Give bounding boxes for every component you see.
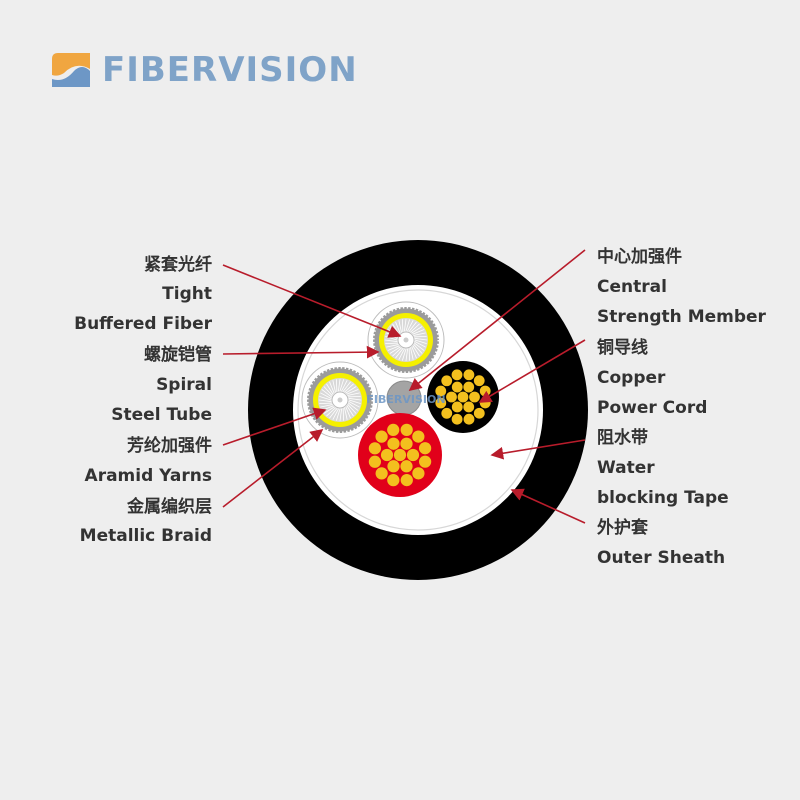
tape-inner-line	[297, 289, 539, 531]
copper-strand	[387, 437, 400, 450]
copper-strand	[387, 460, 400, 473]
copper-strand	[463, 381, 475, 393]
copper-strand	[451, 369, 463, 381]
copper-strand	[463, 369, 475, 381]
fiber-core	[403, 337, 409, 343]
center-watermark: FIBERVISION	[366, 393, 445, 406]
copper-strand	[412, 467, 425, 480]
copper-strand	[479, 385, 491, 397]
copper-strand	[387, 423, 400, 437]
copper-strand	[368, 455, 382, 468]
leader-water-tape	[490, 439, 586, 460]
copper-strand	[435, 385, 447, 397]
label-right-zh: 外护套	[597, 518, 648, 538]
label-right-zh: 铜导线	[597, 338, 648, 358]
water-blocking-tape	[293, 285, 543, 535]
label-right-zh: 中心加强件	[597, 247, 682, 267]
copper-strand	[451, 401, 463, 413]
copper-strand	[368, 442, 381, 455]
copper-strand	[375, 467, 388, 480]
copper-strand	[451, 413, 463, 425]
label-left-en: Buffered Fiber	[74, 314, 212, 334]
copper-strand	[387, 474, 400, 487]
brand-logo: FIBERVISION	[50, 48, 358, 92]
copper-strand	[406, 448, 420, 462]
copper-strand	[418, 442, 432, 455]
copper-strand	[400, 423, 413, 436]
copper-strand	[463, 401, 475, 413]
label-left-zh: 紧套光纤	[144, 255, 212, 275]
leader-metallic-braid	[222, 429, 324, 508]
copper-strand	[441, 407, 453, 419]
brand-name: FIBERVISION	[102, 50, 358, 90]
label-left-en: Metallic Braid	[79, 526, 212, 546]
copper-cord-black	[427, 361, 499, 433]
leader-central-member	[408, 249, 586, 391]
label-right-en: Strength Member	[597, 307, 766, 327]
label-left-zh: 金属编织层	[127, 497, 212, 517]
brand-mark-icon	[52, 53, 90, 87]
label-right-en: blocking Tape	[597, 488, 729, 508]
copper-strand	[473, 407, 485, 419]
label-left-en: Steel Tube	[111, 405, 212, 425]
copper-strand	[451, 381, 463, 393]
label-right-en: Outer Sheath	[597, 548, 726, 568]
leader-copper	[478, 339, 586, 403]
leader-aramid	[222, 407, 327, 446]
copper-strand	[463, 413, 475, 425]
copper-strand	[435, 397, 447, 409]
braid-texture	[305, 365, 375, 435]
copper-strand	[441, 375, 453, 387]
copper-strand	[400, 473, 413, 487]
leader-tight-fiber	[222, 264, 402, 338]
leader-outer-sheath	[510, 488, 586, 524]
fiber-unit-top	[367, 301, 445, 379]
label-right-en: Power Cord	[597, 398, 708, 418]
label-left-en: Aramid Yarns	[84, 466, 212, 486]
fiber-core	[337, 397, 343, 403]
copper-strand	[400, 437, 413, 450]
copper-strand	[473, 375, 485, 387]
copper-strand	[446, 391, 457, 403]
copper-strand	[380, 448, 394, 462]
copper-strand	[375, 430, 388, 443]
label-left-zh: 芳纶加强件	[127, 436, 212, 456]
label-right-en: Central	[597, 277, 667, 297]
copper-strand	[457, 391, 469, 403]
copper-strand	[419, 455, 432, 468]
label-left-en: Tight	[162, 284, 212, 304]
label-right-en: Water	[597, 458, 655, 478]
label-left-en: Spiral	[156, 375, 212, 395]
leader-spiral-tube	[222, 345, 380, 359]
copper-strand	[400, 460, 413, 473]
copper-cord-red	[358, 413, 442, 497]
braid-texture	[371, 305, 441, 375]
copper-strand	[393, 448, 407, 462]
copper-strand	[412, 430, 425, 443]
label-right-zh: 阻水带	[597, 428, 648, 448]
label-left-zh: 螺旋铠管	[144, 345, 212, 365]
label-right-en: Copper	[597, 368, 666, 388]
copper-strand	[469, 391, 480, 403]
